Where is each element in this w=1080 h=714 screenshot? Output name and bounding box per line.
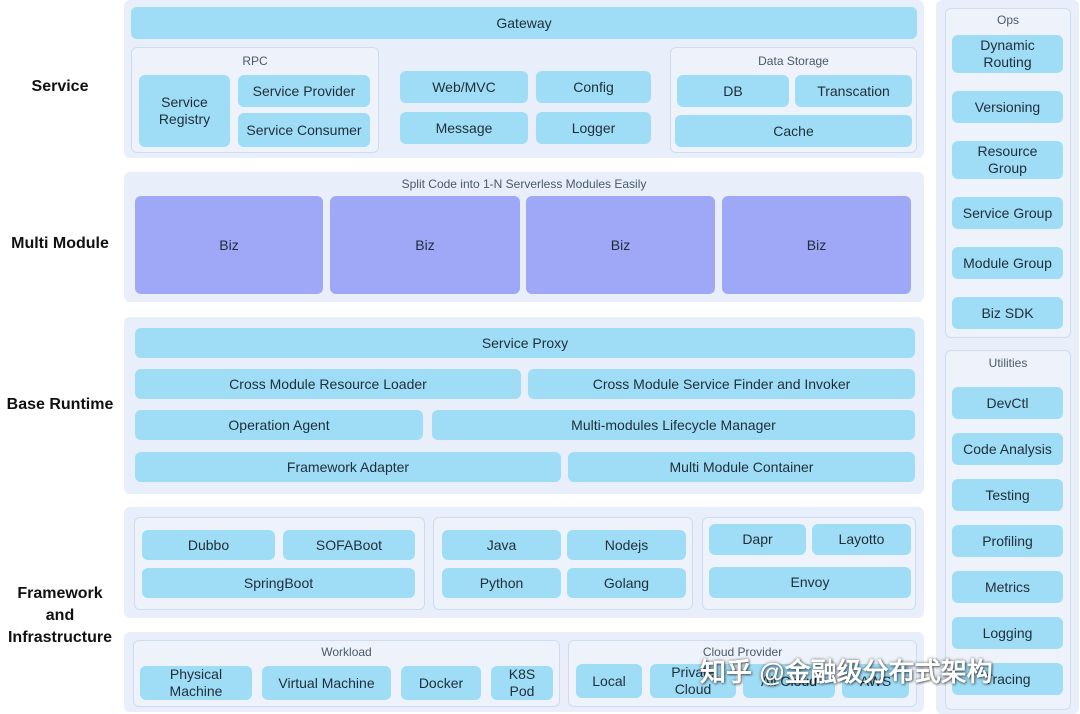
golang-box: Golang: [567, 568, 686, 598]
module-group-box: Module Group: [952, 247, 1063, 279]
biz-module-4: Biz: [722, 196, 911, 294]
biz-sdk-box: Biz SDK: [952, 297, 1063, 329]
local-box: Local: [576, 664, 642, 698]
service-provider-box: Service Provider: [238, 75, 370, 107]
ali-cloud-box: Ali Cloud: [743, 664, 835, 698]
config-box: Config: [536, 71, 651, 103]
tracing-box: Tracing: [952, 663, 1063, 695]
operation-agent-box: Operation Agent: [135, 410, 423, 440]
testing-box: Testing: [952, 479, 1063, 511]
envoy-box: Envoy: [709, 567, 911, 598]
code-analysis-box: Code Analysis: [952, 433, 1063, 465]
physical-machine-box: Physical Machine: [140, 666, 252, 700]
service-proxy-box: Service Proxy: [135, 328, 915, 358]
nodejs-box: Nodejs: [567, 530, 686, 560]
dynamic-routing-box: Dynamic Routing: [952, 35, 1063, 73]
layer-label-framework: Framework and Infrastructure: [7, 585, 113, 646]
devctl-box: DevCtl: [952, 387, 1063, 419]
logging-box: Logging: [952, 617, 1063, 649]
service-consumer-box: Service Consumer: [238, 113, 370, 147]
logger-box: Logger: [536, 112, 651, 144]
dubbo-box: Dubbo: [142, 530, 275, 560]
module-container-box: Multi Module Container: [568, 452, 915, 482]
lifecycle-manager-box: Multi-modules Lifecycle Manager: [432, 410, 915, 440]
resource-group-box: Resource Group: [952, 141, 1063, 179]
aws-box: AWS: [842, 664, 909, 698]
service-registry-box: Service Registry: [139, 75, 230, 147]
dapr-box: Dapr: [709, 524, 806, 555]
service-group-box: Service Group: [952, 197, 1063, 229]
multi-module-caption: Split Code into 1-N Serverless Modules E…: [401, 177, 647, 191]
utilities-title: Utilities: [988, 356, 1028, 370]
k8s-pod-box: K8S Pod: [491, 666, 553, 700]
web-mvc-box: Web/MVC: [400, 71, 528, 103]
private-cloud-box: Private Cloud: [650, 664, 736, 698]
resource-loader-box: Cross Module Resource Loader: [135, 369, 521, 399]
profiling-box: Profiling: [952, 525, 1063, 557]
java-box: Java: [442, 530, 561, 560]
gateway-box: Gateway: [131, 7, 917, 39]
ops-title: Ops: [996, 13, 1019, 27]
data-storage-title: Data Storage: [758, 54, 829, 68]
biz-module-1: Biz: [135, 196, 323, 294]
biz-module-2: Biz: [330, 196, 520, 294]
framework-adapter-box: Framework Adapter: [135, 452, 561, 482]
layer-label-base-runtime: Base Runtime: [6, 396, 114, 413]
transaction-box: Transcation: [795, 75, 912, 107]
message-box: Message: [400, 112, 528, 144]
cloud-provider-title: Cloud Provider: [702, 645, 783, 659]
rpc-title: RPC: [242, 54, 268, 68]
virtual-machine-box: Virtual Machine: [262, 666, 391, 700]
metrics-box: Metrics: [952, 571, 1063, 603]
cache-box: Cache: [675, 115, 912, 147]
sofaboot-box: SOFABoot: [283, 530, 415, 560]
workload-title: Workload: [321, 645, 372, 659]
service-finder-box: Cross Module Service Finder and Invoker: [528, 369, 915, 399]
docker-box: Docker: [401, 666, 481, 700]
layer-label-service: Service: [31, 78, 89, 95]
layotto-box: Layotto: [812, 524, 911, 555]
watermark-text: 知乎 @金融级分布式架构: [700, 657, 993, 687]
db-box: DB: [677, 75, 789, 107]
versioning-box: Versioning: [952, 91, 1063, 123]
python-box: Python: [442, 568, 561, 598]
biz-module-3: Biz: [526, 196, 715, 294]
layer-label-multi-module: Multi Module: [11, 235, 109, 252]
springboot-box: SpringBoot: [142, 568, 415, 598]
